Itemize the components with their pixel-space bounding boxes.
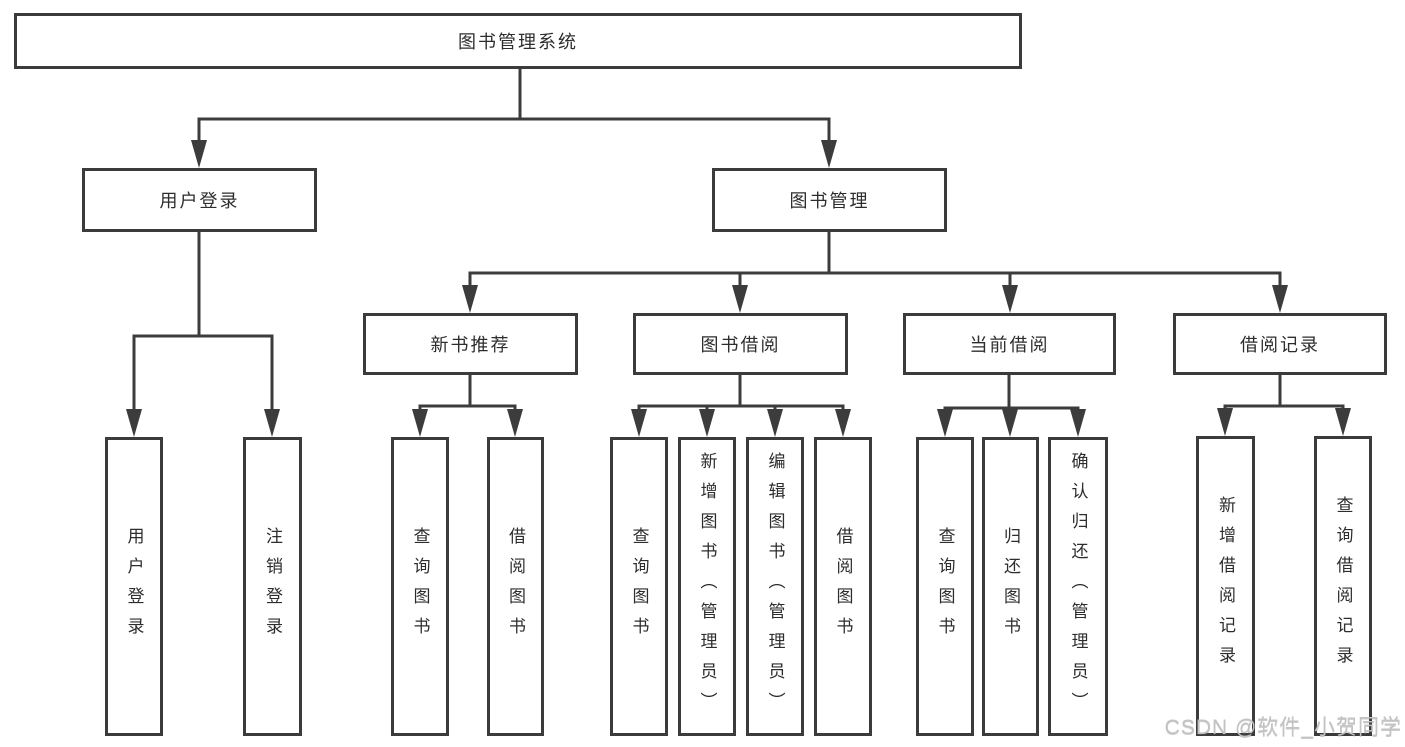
connector-path — [132, 230, 274, 417]
connector-path — [197, 67, 831, 148]
arrowhead-icon — [462, 285, 478, 313]
arrowhead-icon — [412, 409, 428, 437]
node-label-leaf-bb-borrow: 借阅图书 — [833, 526, 853, 647]
node-label-leaf-bb-add: 新增图书（管理员） — [697, 451, 717, 722]
node-label-leaf-nb-borrow: 借阅图书 — [506, 526, 525, 647]
node-root: 图书管理系统 — [14, 13, 1022, 69]
node-leaf-nb-borrow: 借阅图书 — [487, 437, 544, 736]
arrowhead-icon — [1217, 408, 1233, 436]
node-user-login: 用户登录 — [82, 168, 317, 232]
arrowhead-icon — [732, 285, 748, 313]
node-label-root: 图书管理系统 — [458, 32, 578, 52]
arrowhead-icon — [191, 140, 207, 168]
arrowhead-icon — [126, 409, 142, 437]
arrowhead-icon — [937, 409, 953, 437]
arrowhead-icon — [1002, 285, 1018, 313]
node-leaf-bb-edit: 编辑图书（管理员） — [746, 437, 804, 736]
node-leaf-user-login: 用户登录 — [105, 437, 163, 736]
node-new-book-recommend: 新书推荐 — [363, 313, 578, 375]
node-label-new-book-recommend: 新书推荐 — [430, 335, 511, 355]
connector-path — [468, 230, 1282, 293]
node-label-leaf-rec-add: 新增借阅记录 — [1216, 496, 1235, 676]
arrowhead-icon — [507, 409, 523, 437]
node-label-leaf-cb-confirm: 确认归还（管理员） — [1068, 451, 1088, 722]
node-leaf-nb-query: 查询图书 — [391, 437, 449, 736]
connector-path — [418, 373, 517, 417]
arrowhead-icon — [631, 409, 647, 437]
node-label-book-borrow: 图书借阅 — [700, 335, 781, 355]
node-label-leaf-nb-query: 查询图书 — [410, 526, 430, 647]
connector-path — [1223, 373, 1345, 416]
node-leaf-bb-query: 查询图书 — [610, 437, 668, 736]
arrowhead-icon — [264, 409, 280, 437]
node-label-borrow-records: 借阅记录 — [1240, 335, 1320, 355]
arrowhead-icon — [821, 140, 837, 168]
node-label-leaf-cb-return: 归还图书 — [1001, 526, 1020, 647]
node-label-leaf-user-login: 用户登录 — [124, 526, 144, 647]
node-leaf-cb-query: 查询图书 — [916, 437, 974, 736]
node-leaf-bb-borrow: 借阅图书 — [814, 437, 872, 736]
node-leaf-logout: 注销登录 — [243, 437, 302, 736]
connector-path — [637, 373, 845, 417]
node-label-current-borrow: 当前借阅 — [969, 335, 1050, 355]
node-book-management: 图书管理 — [712, 168, 947, 232]
arrowhead-icon — [1335, 408, 1351, 436]
arrowhead-icon — [699, 409, 715, 437]
arrowhead-icon — [835, 409, 851, 437]
node-borrow-records: 借阅记录 — [1173, 313, 1387, 375]
node-current-borrow: 当前借阅 — [903, 313, 1116, 375]
node-label-user-login: 用户登录 — [159, 191, 240, 211]
arrowhead-icon — [1272, 285, 1288, 313]
arrowhead-icon — [1002, 409, 1018, 437]
arrowhead-icon — [1070, 409, 1086, 437]
arrowhead-icon — [767, 409, 783, 437]
node-label-leaf-logout: 注销登录 — [263, 526, 282, 647]
node-leaf-cb-confirm: 确认归还（管理员） — [1048, 437, 1108, 736]
node-label-leaf-bb-query: 查询图书 — [629, 526, 649, 647]
node-label-leaf-rec-query: 查询借阅记录 — [1333, 496, 1353, 676]
node-label-book-management: 图书管理 — [789, 191, 870, 211]
node-leaf-rec-add: 新增借阅记录 — [1196, 436, 1255, 736]
node-leaf-rec-query: 查询借阅记录 — [1314, 436, 1372, 736]
node-leaf-bb-add: 新增图书（管理员） — [678, 437, 736, 736]
node-leaf-cb-return: 归还图书 — [982, 437, 1039, 736]
node-label-leaf-cb-query: 查询图书 — [935, 526, 955, 647]
node-book-borrow: 图书借阅 — [633, 313, 848, 375]
node-label-leaf-bb-edit: 编辑图书（管理员） — [765, 451, 785, 722]
csdn-watermark: CSDN @软件_小贺同学 — [1164, 716, 1402, 739]
